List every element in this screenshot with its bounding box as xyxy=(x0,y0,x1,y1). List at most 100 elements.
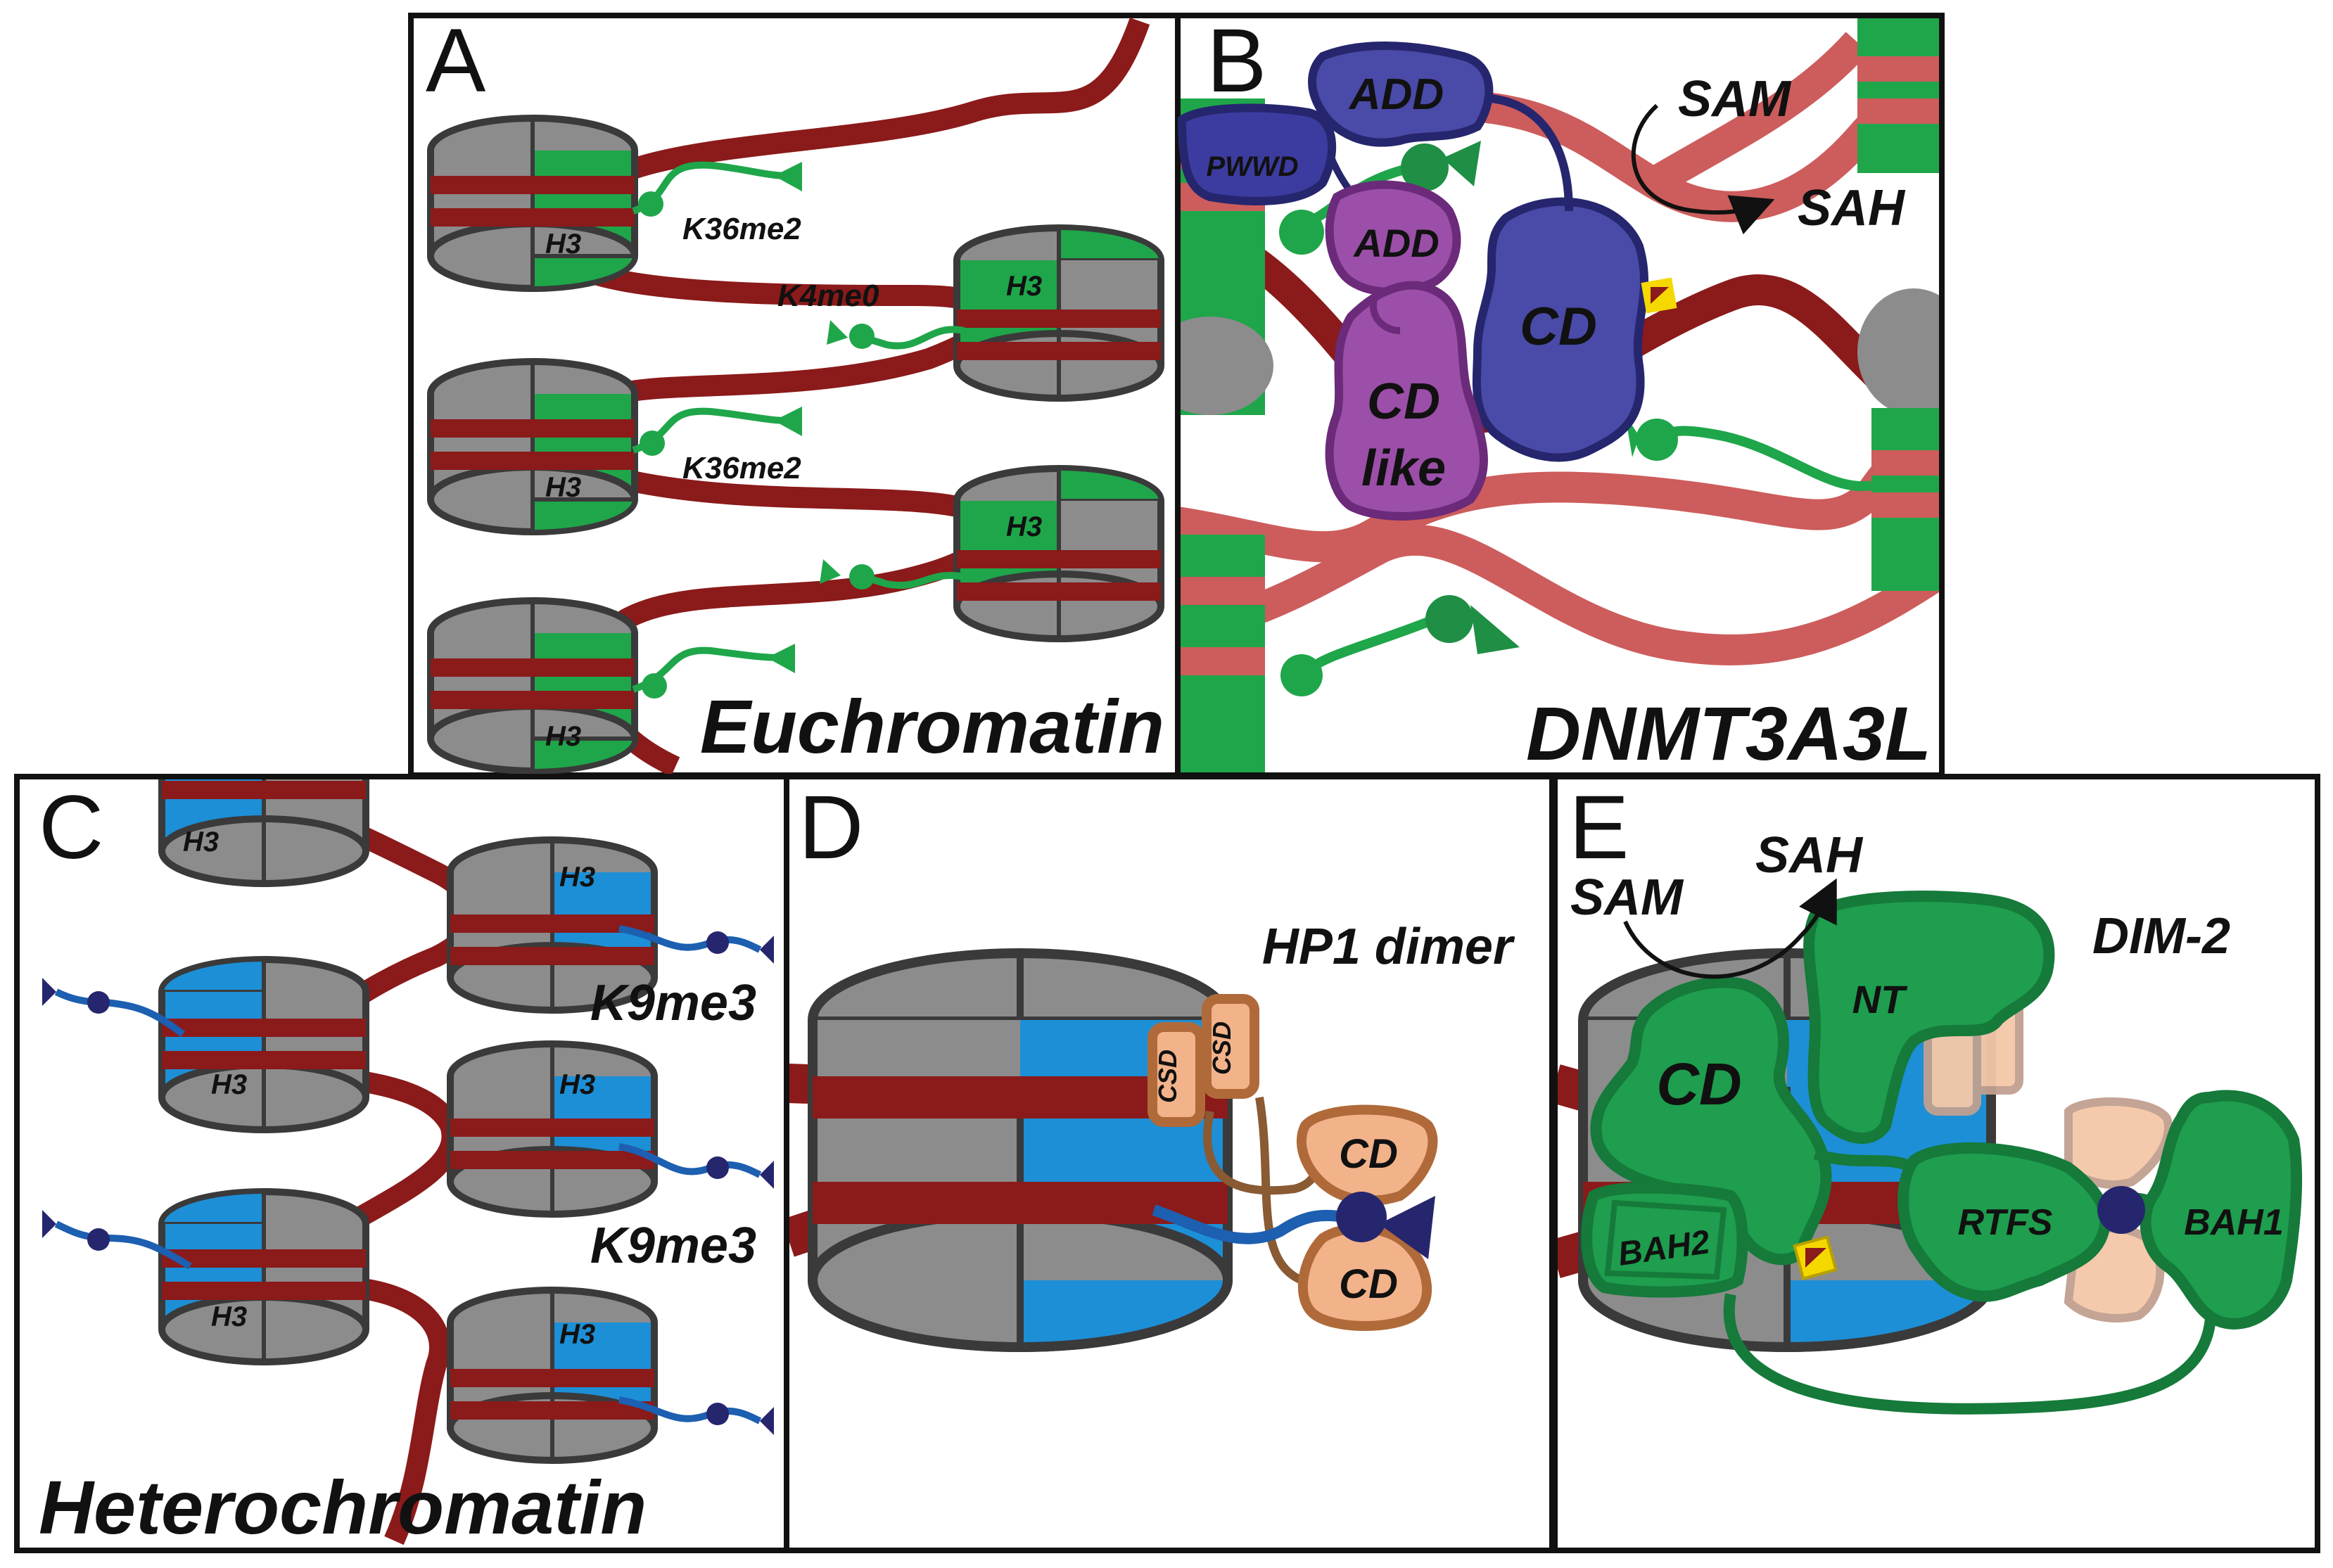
dim2-linker xyxy=(1813,1148,1916,1173)
cd-like-label-line2: like xyxy=(1361,440,1446,497)
panel-c: H3 H3 H3 xyxy=(14,774,789,1553)
methyl-cpg-marker xyxy=(1641,277,1677,314)
histone-tail xyxy=(1625,415,1873,492)
sah-label: SAH xyxy=(1755,827,1864,884)
panel-e: BAH2 SAM SAH NT CD RTFS BAH1 DIM-2 E xyxy=(1552,774,2320,1553)
pwwd-label: PWWD xyxy=(1206,151,1298,182)
panel-title-dnmt3a3l: DNMT3A3L xyxy=(1526,691,1931,776)
panel-letter-b: B xyxy=(1207,11,1266,111)
nucleosome-c3: H3 xyxy=(158,956,369,1133)
cd-label: CD xyxy=(1339,1131,1398,1177)
histone-tail-unmodified xyxy=(820,559,965,589)
nucleosome-d xyxy=(808,948,1233,1352)
nucleosome-c5: H3 xyxy=(158,1188,369,1365)
dna-strand-faded xyxy=(1645,32,1869,196)
dnmt3a-linker xyxy=(1491,94,1573,212)
bah1-label: BAH1 xyxy=(2184,1202,2284,1243)
histone-tail xyxy=(1279,141,1481,255)
dim2-rtfs-domain xyxy=(1897,1142,2111,1302)
dnmt3l-linker xyxy=(1369,286,1401,334)
dnmt3l-cd-like-domain xyxy=(1325,281,1488,521)
mark-label-k36me2: K36me2 xyxy=(682,451,801,485)
add-label: ADD xyxy=(1348,70,1444,119)
cd-label: CD xyxy=(1520,297,1597,357)
csd-label: CSD xyxy=(1207,1021,1236,1075)
histone-tail-k36me2 xyxy=(632,407,802,456)
h3-label: H3 xyxy=(545,472,581,503)
histone-tail-k9me3 xyxy=(1152,1204,1360,1244)
dim2-bah2-domain: BAH2 xyxy=(1581,1182,1748,1298)
methyl-cpg-marker xyxy=(1793,1235,1838,1280)
nucleosome-a5: H3 xyxy=(427,597,638,775)
h3-label: H3 xyxy=(211,1069,247,1100)
nucleosome-c2: H3 xyxy=(447,836,658,1014)
panel-title-euchromatin: Euchromatin xyxy=(700,684,1164,769)
sam-label: SAM xyxy=(1678,71,1792,127)
hp1-chromo-domain: CD xyxy=(1297,1223,1432,1331)
histone-tail-k9me3 xyxy=(618,1396,774,1435)
k9me3-methyl-mark xyxy=(1336,1192,1387,1242)
histone-tail-k9me3 xyxy=(42,1210,192,1270)
hp1-chromo-domain: CD xyxy=(1297,1104,1438,1206)
sam-label: SAM xyxy=(1570,869,1684,926)
h3-label: H3 xyxy=(559,1319,595,1350)
dnmt3a-add-domain xyxy=(1308,42,1494,147)
rtfs-label: RTFS xyxy=(1958,1202,2053,1243)
nucleosome-a3: H3 xyxy=(427,358,638,535)
h3-label: H3 xyxy=(559,862,595,893)
h3-label: H3 xyxy=(1006,511,1042,542)
nucleosome-c4: H3 xyxy=(447,1040,658,1218)
dnmt3a-catalytic-domain xyxy=(1472,197,1648,462)
mark-label-k4me0: K4me0 xyxy=(777,279,879,313)
panel-letter-e: E xyxy=(1569,777,1629,878)
sam-to-sah-arrow xyxy=(1631,103,1775,235)
sah-label: SAH xyxy=(1798,180,1906,236)
cd-like-label: CD xyxy=(1367,374,1440,430)
histone-tail-k4me0 xyxy=(827,320,965,350)
panel-b: SAM SAH ADD PWWD ADD CD CD like B DNMT3A… xyxy=(1175,11,1945,778)
mark-label-k36me2: K36me2 xyxy=(682,212,801,246)
dna-strand-faded xyxy=(1181,524,1939,665)
nucleosome-c6: H3 xyxy=(447,1287,658,1464)
histone-tail-end xyxy=(1379,1196,1435,1259)
h3-label: H3 xyxy=(545,229,581,260)
panel-letter-a: A xyxy=(426,11,486,111)
histone-tail-k9me3 xyxy=(618,925,774,964)
k9me3-methyl-mark xyxy=(2097,1186,2145,1234)
add-label: ADD xyxy=(1352,221,1439,265)
panel-d: CSD CSD CD CD HP1 dimer D xyxy=(784,774,1555,1553)
histone-tail xyxy=(1280,595,1520,696)
h3-label: H3 xyxy=(545,721,581,752)
nucleosome-a1: H3 xyxy=(427,115,638,292)
panel-letter-c: C xyxy=(39,777,103,878)
panel-title-heterochromatin: Heterochromatin xyxy=(39,1465,647,1550)
nucleosome-partial xyxy=(1857,18,1939,591)
h3-label: H3 xyxy=(559,1069,595,1100)
panel-a: H3 H3 H3 xyxy=(408,11,1181,778)
dnmt3a-pwwp-domain xyxy=(1177,103,1337,205)
csd-label: CSD xyxy=(1153,1050,1182,1103)
mark-label-k9me3: K9me3 xyxy=(590,975,756,1031)
mark-label-k9me3: K9me3 xyxy=(590,1218,756,1274)
dnmt3l-add-domain xyxy=(1325,180,1461,296)
dim2-nt-domain xyxy=(1803,891,2055,1144)
sam-to-sah-arrow xyxy=(1623,878,1837,979)
histone-tail-k36me2 xyxy=(632,161,802,217)
nt-label: NT xyxy=(1852,977,1908,1021)
dim2-catalytic-domain xyxy=(1590,976,1832,1266)
h3-label: H3 xyxy=(183,827,219,858)
cd-label: CD xyxy=(1656,1051,1741,1117)
hp1-csd-domain: CSD xyxy=(1202,994,1259,1099)
nucleosome-a2: H3 xyxy=(953,224,1164,402)
panel-letter-d: D xyxy=(799,777,863,878)
nucleosome-a4: H3 xyxy=(953,465,1164,642)
histone-tail-k9me3 xyxy=(42,978,185,1038)
nucleosome-c1: H3 xyxy=(158,779,369,887)
dim2-bah1-domain xyxy=(2140,1090,2303,1330)
h3-label: H3 xyxy=(211,1301,247,1332)
panel-title-hp1-dimer: HP1 dimer xyxy=(1262,919,1515,975)
panel-title-dim2: DIM-2 xyxy=(2092,908,2230,964)
dim2-linker xyxy=(1723,1279,2217,1415)
h3-label: H3 xyxy=(1006,271,1042,302)
